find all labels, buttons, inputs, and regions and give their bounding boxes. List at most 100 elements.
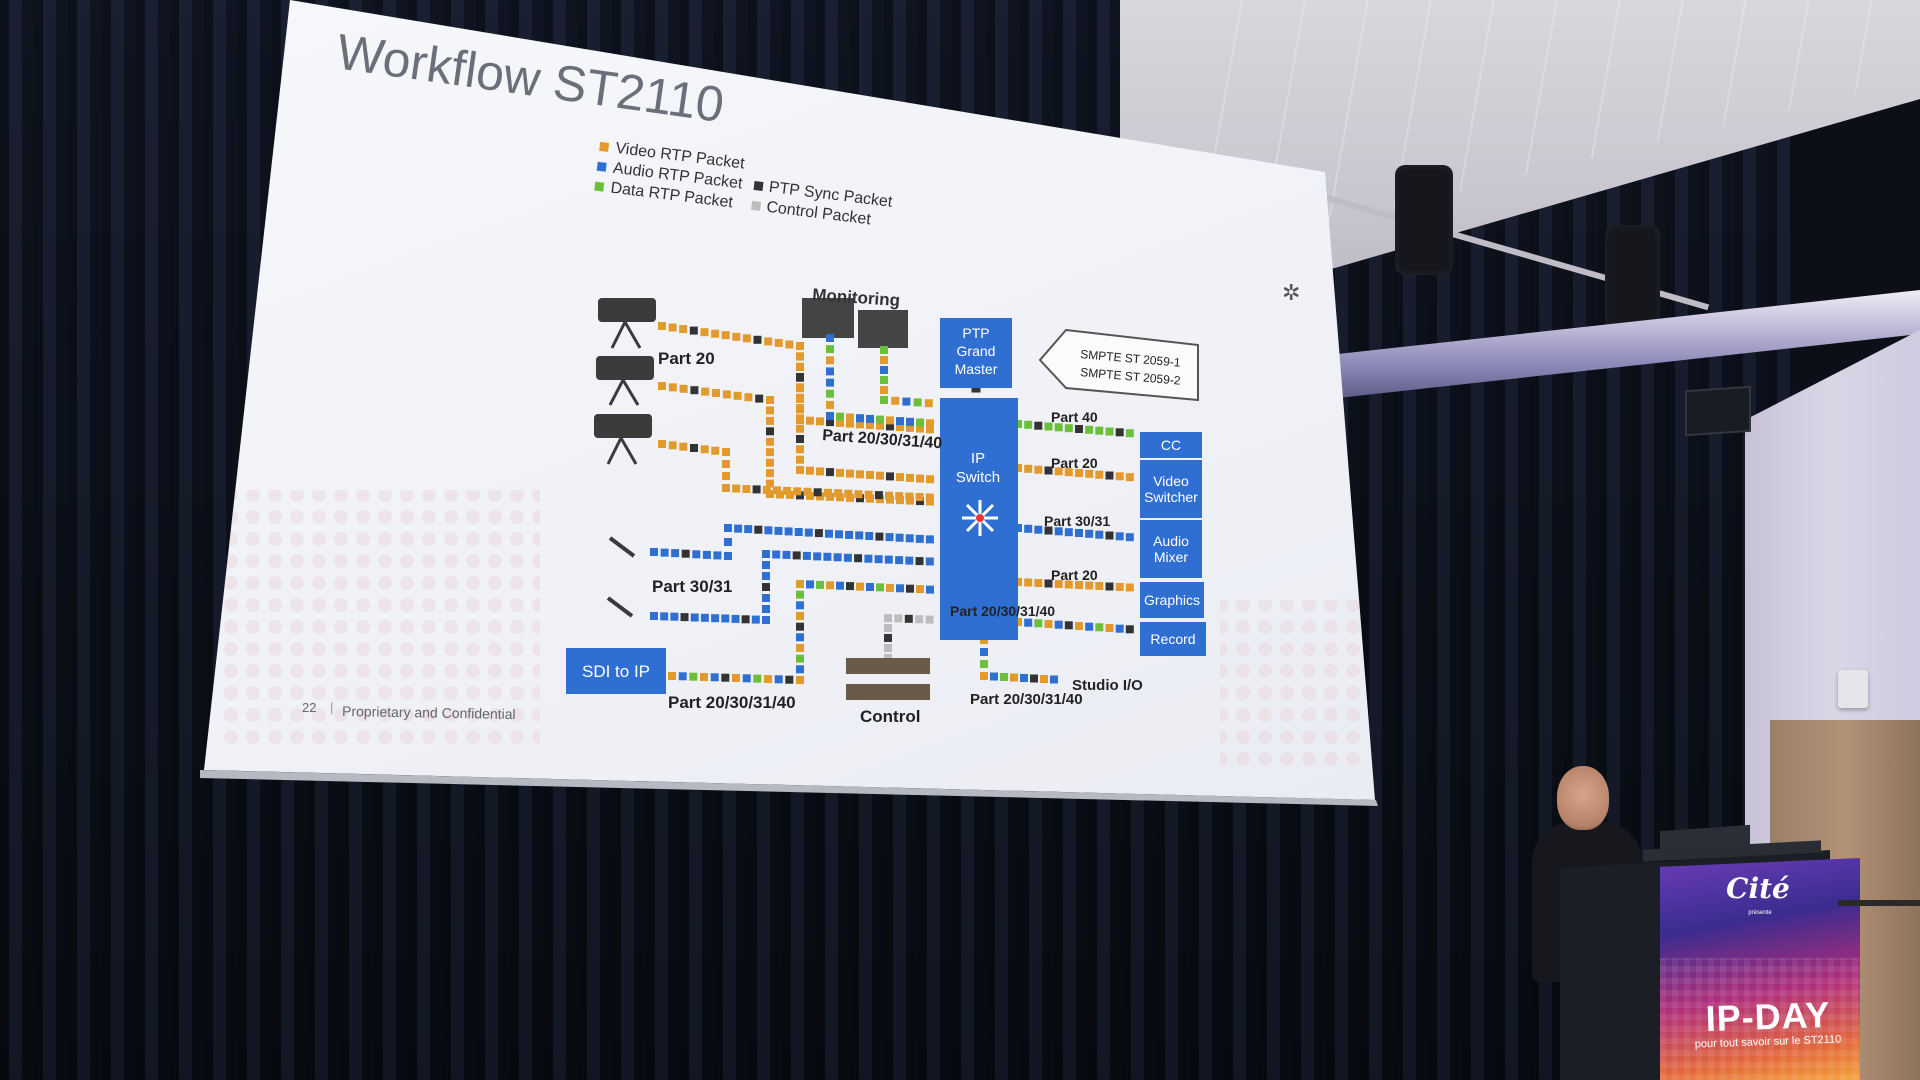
packet-square: [1000, 673, 1008, 681]
packet-square: [692, 550, 701, 559]
packet-square: [766, 479, 774, 488]
packet-square: [980, 660, 988, 668]
packet-square: [1105, 531, 1114, 540]
stage-light-right: [1605, 225, 1660, 330]
packet-square: [731, 614, 740, 623]
packet-square: [836, 581, 844, 590]
packet-square: [826, 378, 834, 387]
switch-arrows-icon: [962, 500, 998, 536]
packet-square: [846, 469, 854, 478]
packet-square: [796, 455, 804, 464]
packet-square: [776, 490, 784, 499]
packet-square: [1044, 620, 1053, 628]
packet-square: [744, 525, 753, 534]
camera-icon: [598, 298, 656, 349]
packet-square: [864, 490, 873, 499]
packet-square: [846, 582, 854, 591]
output-name: Record: [1150, 631, 1195, 647]
packet-square: [1085, 425, 1094, 434]
packet-square: [915, 493, 924, 501]
packet-square: [875, 532, 884, 541]
packet-square: [1044, 466, 1053, 475]
packet-square: [796, 363, 804, 372]
output-box: [1140, 460, 1202, 518]
packet-square: [700, 673, 708, 681]
studio-io-label: Studio I/O: [1072, 677, 1143, 694]
packet-square: [906, 423, 914, 432]
banner-presents: présente: [1748, 910, 1772, 916]
packet-square: [722, 448, 730, 456]
packet-square: [1064, 621, 1073, 630]
packet-square: [845, 530, 854, 539]
packet-square: [722, 390, 731, 399]
packet-square: [825, 529, 833, 538]
packet-square: [834, 489, 843, 498]
packet-square: [803, 487, 812, 496]
packet-square: [762, 583, 770, 591]
packet-square: [792, 551, 801, 560]
packet-square: [866, 471, 874, 479]
legend-swatch-video: [599, 141, 610, 152]
packet-square: [774, 338, 783, 347]
packet-square: [866, 414, 874, 423]
packet-square: [742, 485, 751, 493]
packet-square: [904, 614, 913, 623]
packet-square: [1125, 583, 1134, 592]
output-box: [1140, 622, 1206, 656]
packet-square: [681, 549, 690, 558]
packet-square: [701, 387, 710, 396]
packet-square: [826, 418, 834, 427]
packet-square: [1115, 583, 1124, 591]
packet-square: [876, 471, 884, 480]
camera-icon: [596, 356, 654, 406]
packet-square: [980, 648, 988, 656]
packet-square: [766, 490, 774, 498]
packet-square: [846, 493, 854, 502]
packet-square: [826, 367, 834, 376]
ptp-label-1: PTP: [962, 325, 989, 341]
packet-square: [866, 583, 874, 591]
packet-square: [796, 352, 804, 361]
packet-square: [913, 398, 922, 407]
packet-square: [802, 551, 811, 560]
packet-square: [880, 396, 888, 404]
packet-square: [905, 556, 914, 565]
packet-square: [679, 442, 688, 451]
output-link-label: Part 20/30/31/40: [950, 603, 1055, 619]
ptp-label-3: Master: [955, 361, 998, 377]
packet-square: [752, 485, 761, 494]
packet-square: [668, 323, 677, 332]
packet-square: [680, 613, 689, 622]
sdi-to-ip-box: [566, 648, 666, 694]
packet-square: [826, 345, 834, 354]
packet-square: [1085, 529, 1094, 538]
packet-square: [796, 590, 804, 599]
packet-square: [1034, 619, 1043, 628]
legend-swatch-audio: [596, 161, 607, 172]
packet-square: [886, 416, 894, 425]
packet-square: [1125, 625, 1134, 634]
packet-square: [846, 413, 854, 422]
packet-square: [1030, 674, 1038, 683]
podium-banner: [1660, 858, 1860, 1080]
packet-square: [1064, 424, 1073, 433]
output-box: [1140, 582, 1204, 618]
packet-square: [826, 334, 834, 342]
sdi-to-ip-label: SDI to IP: [582, 662, 650, 681]
packet-square: [766, 416, 774, 425]
output-link-label: Part 40: [1051, 409, 1098, 425]
packet-square: [742, 674, 751, 683]
legend-swatch-data: [594, 181, 605, 192]
packet-square: [856, 470, 864, 479]
page-number: 22: [302, 700, 316, 715]
banner-pattern: [1660, 958, 1860, 1080]
packet-square: [724, 552, 732, 560]
packet-square: [915, 534, 924, 543]
packet-square: [1034, 465, 1043, 474]
packet-square: [650, 612, 658, 620]
packet-square: [1075, 622, 1083, 630]
packet-square: [1044, 579, 1053, 588]
packet-square: [886, 472, 894, 481]
packet-square: [836, 468, 844, 477]
packet-square: [764, 526, 773, 535]
